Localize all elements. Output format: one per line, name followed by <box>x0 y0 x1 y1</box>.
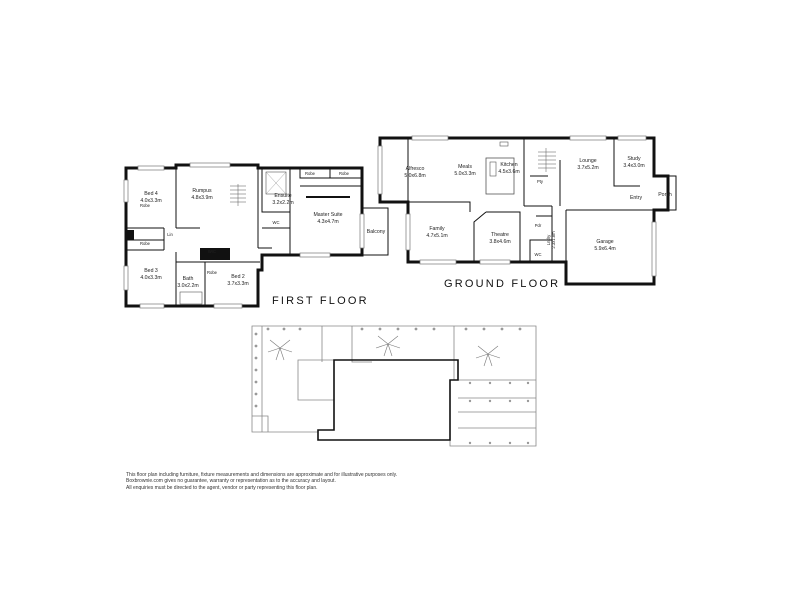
disclaimer-line: This floor plan including furniture, fix… <box>126 472 398 478</box>
window <box>189 162 231 168</box>
room-name-ensuite: Ensuite <box>274 193 291 199</box>
room-size-alfresco: 5.0x6.8m <box>404 173 425 179</box>
porch-outline <box>654 175 677 211</box>
room-name-bed4: Bed 4 <box>144 191 158 197</box>
room-size-garage: 5.9x6.4m <box>594 246 615 252</box>
stairs-first-floor <box>230 184 246 206</box>
room-size-master-suite: 4.3x4.7m <box>317 219 338 225</box>
room-name-study: Study <box>627 156 641 162</box>
room-size-bed4: 4.0x3.3m <box>140 198 161 204</box>
window <box>359 213 365 249</box>
window <box>123 179 129 203</box>
room-name-lounge: Lounge <box>579 158 596 164</box>
house-footprint <box>317 359 459 441</box>
room-name-bed2: Bed 2 <box>231 274 245 280</box>
room-size-bath: 3.0x2.2m <box>177 283 198 289</box>
room-size-lounge: 3.7x5.2m <box>577 165 598 171</box>
first-floor-title: FIRST FLOOR <box>272 295 369 307</box>
disclaimer-line: Boxbrownie.com gives no guarantee, warra… <box>126 478 336 485</box>
room-size-ensuite: 3.2x2.2m <box>272 200 293 206</box>
room-size-lndry: 2.3x1.8m <box>551 231 556 249</box>
site-garage-outline <box>297 359 335 401</box>
window <box>137 165 165 171</box>
cooktop-icon <box>499 141 509 147</box>
room-size-kitchen: 4.5x3.6m <box>498 169 519 175</box>
room-name-porch: Porch <box>658 192 672 198</box>
room-size-bed3: 4.0x3.3m <box>140 275 161 281</box>
window <box>213 303 243 309</box>
room-name-robe: Robe <box>305 171 316 176</box>
room-name-wic: WIC <box>208 249 216 254</box>
room-name-wc: WC <box>273 220 280 225</box>
room-name-pdr: Pdr <box>535 223 542 228</box>
room-name-rumpus: Rumpus <box>192 188 212 194</box>
room-name-balcony: Balcony <box>367 229 386 235</box>
room-name-wc: WC <box>535 252 542 257</box>
room-name-pty: Pty <box>537 179 544 184</box>
room-name-garage: Garage <box>596 239 613 245</box>
shower-fixture <box>265 171 287 195</box>
room-name-bed3: Bed 3 <box>144 268 158 274</box>
room-name-master-suite: Master Suite <box>313 212 342 218</box>
sink-icon <box>489 161 497 177</box>
room-name-lin: Lin <box>167 232 173 237</box>
room-name-robe: Robe <box>140 241 151 246</box>
tree-icon <box>267 339 293 361</box>
room-name-bath: Bath <box>183 276 194 282</box>
window <box>411 135 449 141</box>
room-size-rumpus: 4.8x3.9m <box>191 195 212 201</box>
room-size-bed2: 3.7x3.3m <box>227 281 248 287</box>
interior-wall <box>126 168 362 306</box>
disclaimer-line: All enquiries must be directed to the ag… <box>126 484 318 491</box>
room-name-meals: Meals <box>458 164 472 170</box>
ground-floor-plan: Alfresco 5.0x6.8m Meals 5.0x3.3m Kitchen… <box>377 135 677 290</box>
room-name-theatre: Theatre <box>491 232 509 238</box>
kitchen-island <box>485 157 515 195</box>
room-size-study: 3.4x3.0m <box>623 163 644 169</box>
hedge-plants <box>254 327 530 445</box>
tree-icon <box>375 335 401 357</box>
window <box>377 145 383 195</box>
alfresco-edge <box>379 138 408 203</box>
room-name-lndry: Lndry <box>546 234 551 245</box>
room-name-family: Family <box>429 226 445 232</box>
room-name-entry: Entry <box>630 195 643 201</box>
first-floor-plan: Bed 4 4.0x3.3m Rumpus 4.8x3.9m Ensuite 3… <box>123 162 389 309</box>
window <box>123 265 129 291</box>
room-name-robe: Robe <box>140 203 151 208</box>
interior-wall <box>407 138 654 262</box>
room-name-robe: Robe <box>339 171 350 176</box>
site-inner-lines <box>252 326 536 432</box>
room-name-alfresco: Alfresco <box>406 166 425 172</box>
room-name-kitchen: Kitchen <box>500 162 517 168</box>
site-plan <box>251 325 537 447</box>
window <box>617 135 647 141</box>
window <box>479 259 511 265</box>
window <box>419 259 457 265</box>
window <box>405 213 411 251</box>
room-size-theatre: 3.8x4.6m <box>489 239 510 245</box>
wc-fixture <box>200 248 230 260</box>
window <box>569 135 607 141</box>
robe-fixture <box>126 230 134 240</box>
window <box>299 252 331 258</box>
ground-floor-title: GROUND FLOOR <box>444 278 560 290</box>
stairs-ground-floor <box>538 148 556 172</box>
garage-door <box>651 221 657 277</box>
balcony-outline <box>362 207 389 256</box>
room-name-robe: Robe <box>207 270 218 275</box>
tree-icon <box>475 345 501 367</box>
disclaimer-text: This floor plan including furniture, fix… <box>126 472 426 491</box>
room-size-family: 4.7x5.1m <box>426 233 447 239</box>
window <box>139 303 165 309</box>
bed-wall-fixture <box>306 196 350 198</box>
room-size-meals: 5.0x3.3m <box>454 171 475 177</box>
bathtub-fixture <box>179 291 203 305</box>
